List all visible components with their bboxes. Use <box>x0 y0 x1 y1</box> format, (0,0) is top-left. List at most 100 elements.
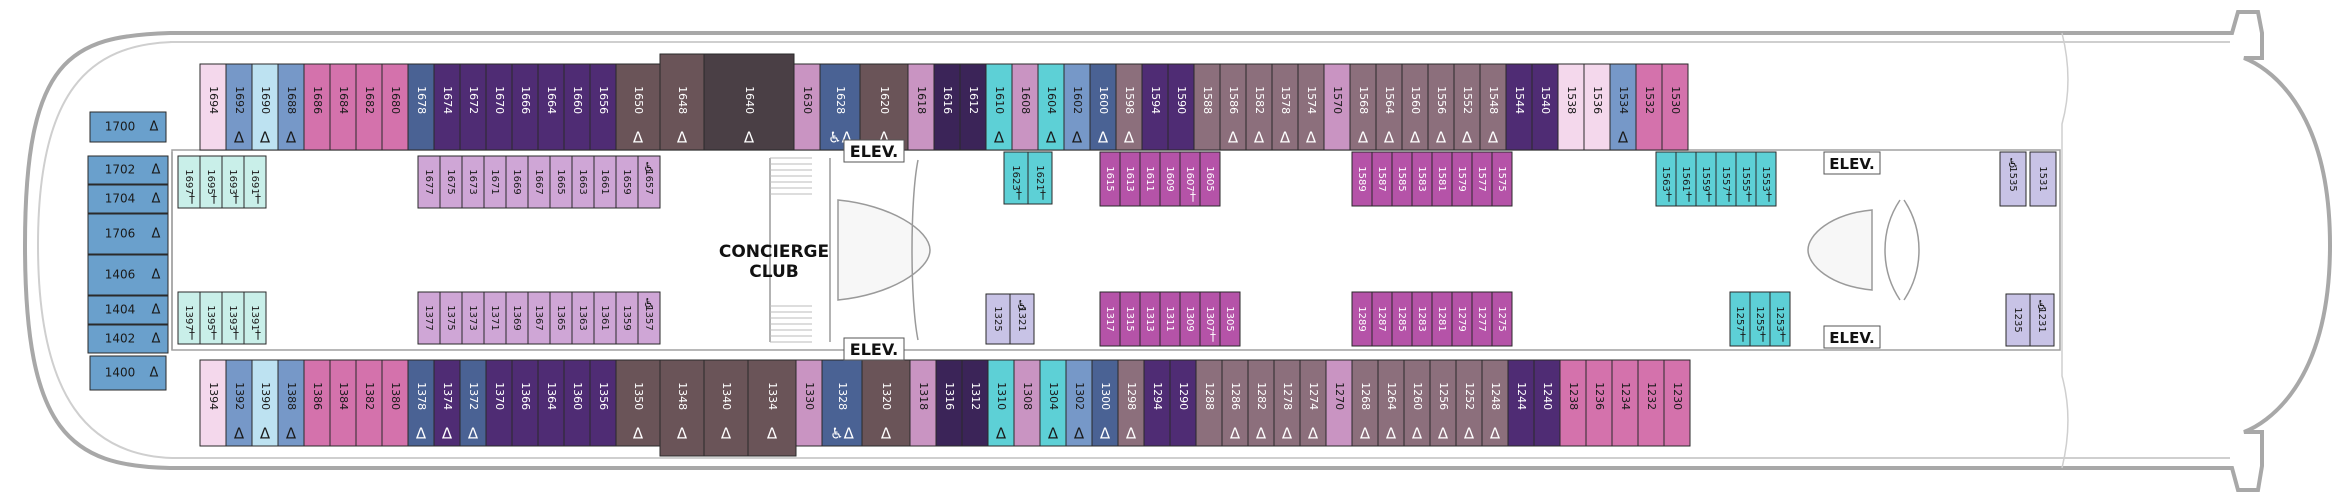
cabin-shape[interactable] <box>703 53 795 151</box>
cabin-shape[interactable] <box>1377 359 1405 447</box>
cabin-shape[interactable] <box>87 324 169 354</box>
cabin-shape[interactable] <box>1009 293 1035 345</box>
cabin-shape[interactable] <box>1063 63 1091 151</box>
inner-cabin-1657[interactable]: 1657♿ <box>637 155 661 209</box>
cabin-shape[interactable] <box>87 213 169 255</box>
bottom-cabin-1360[interactable]: 1360 <box>563 359 591 447</box>
cabin-shape[interactable] <box>433 63 461 151</box>
top-cabin-1588[interactable]: 1588 <box>1193 63 1221 151</box>
inner-cabin-1281[interactable]: 1281 <box>1431 291 1453 347</box>
bottom-cabin-1244[interactable]: 1244 <box>1507 359 1535 447</box>
inner-cabin-1275[interactable]: 1275 <box>1491 291 1513 347</box>
inner-cabin-1277[interactable]: 1277 <box>1471 291 1493 347</box>
inner-cabin-1697[interactable]: 1697† <box>177 155 201 209</box>
cabin-shape[interactable] <box>1143 359 1171 447</box>
inner-cabin-1589[interactable]: 1589 <box>1351 151 1373 207</box>
top-cabin-1656[interactable]: 1656 <box>589 63 617 151</box>
cabin-shape[interactable] <box>1013 359 1041 447</box>
top-cabin-1678[interactable]: 1678 <box>407 63 435 151</box>
inner-cabin-1663[interactable]: 1663 <box>571 155 595 209</box>
inner-cabin-1315[interactable]: 1315 <box>1119 291 1141 347</box>
cabin-shape[interactable] <box>1663 359 1691 447</box>
bottom-cabin-1382[interactable]: 1382 <box>355 359 383 447</box>
inner-cabin-1253[interactable]: 1253† <box>1769 291 1791 347</box>
inner-cabin-1361[interactable]: 1361 <box>593 291 617 345</box>
inner-cabin-1393[interactable]: 1393† <box>221 291 245 345</box>
cabin-shape[interactable] <box>1027 151 1053 205</box>
top-cabin-1672[interactable]: 1672 <box>459 63 487 151</box>
cabin-shape[interactable] <box>1533 359 1561 447</box>
cabin-shape[interactable] <box>1141 63 1169 151</box>
cabin-shape[interactable] <box>1999 151 2027 207</box>
cabin-shape[interactable] <box>589 359 617 447</box>
cabin-shape[interactable] <box>243 155 267 209</box>
inner-cabin-1325[interactable]: 1325 <box>985 293 1011 345</box>
inner-cabin-1623[interactable]: 1623† <box>1003 151 1029 205</box>
bottom-cabin-1356[interactable]: 1356 <box>589 359 617 447</box>
cabin-shape[interactable] <box>1429 359 1457 447</box>
cabin-shape[interactable] <box>2029 293 2055 347</box>
top-cabin-1612[interactable]: 1612 <box>959 63 987 151</box>
cabin-shape[interactable] <box>589 63 617 151</box>
cabin-shape[interactable] <box>355 63 383 151</box>
inner-cabin-1587[interactable]: 1587 <box>1371 151 1393 207</box>
cabin-shape[interactable] <box>243 291 267 345</box>
cabin-shape[interactable] <box>1455 359 1483 447</box>
cabin-shape[interactable] <box>959 63 987 151</box>
bottom-cabin-1232[interactable]: 1232 <box>1637 359 1665 447</box>
cabin-shape[interactable] <box>329 359 357 447</box>
inner-cabin-1667[interactable]: 1667 <box>527 155 551 209</box>
bottom-cabin-1236[interactable]: 1236 <box>1585 359 1613 447</box>
cabin-shape[interactable] <box>563 359 591 447</box>
cabin-shape[interactable] <box>615 359 661 447</box>
cabin-shape[interactable] <box>1491 151 1513 207</box>
cabin-shape[interactable] <box>1401 63 1429 151</box>
cabin-shape[interactable] <box>485 63 513 151</box>
cabin-shape[interactable] <box>1769 291 1791 347</box>
top-cabin-1608[interactable]: 1608 <box>1011 63 1039 151</box>
inner-cabin-1359[interactable]: 1359 <box>615 291 639 345</box>
top-cabin-1686[interactable]: 1686 <box>303 63 331 151</box>
inner-cabin-1671[interactable]: 1671 <box>483 155 507 209</box>
cabin-shape[interactable] <box>1219 63 1247 151</box>
bottom-cabin-1288[interactable]: 1288 <box>1195 359 1223 447</box>
inner-cabin-1305[interactable]: 1305 <box>1219 291 1241 347</box>
cabin-shape[interactable] <box>1167 63 1195 151</box>
inner-cabin-1365[interactable]: 1365 <box>549 291 573 345</box>
cabin-shape[interactable] <box>251 359 279 447</box>
cabin-shape[interactable] <box>1323 63 1351 151</box>
cabin-shape[interactable] <box>89 111 167 143</box>
cabin-shape[interactable] <box>537 63 565 151</box>
cabin-shape[interactable] <box>381 63 409 151</box>
cabin-shape[interactable] <box>821 359 863 447</box>
cabin-shape[interactable] <box>1299 359 1327 447</box>
inner-cabin-1579[interactable]: 1579 <box>1451 151 1473 207</box>
cabin-shape[interactable] <box>1195 359 1223 447</box>
cabin-shape[interactable] <box>1065 359 1093 447</box>
inner-cabin-1317[interactable]: 1317 <box>1099 291 1121 347</box>
cabin-shape[interactable] <box>659 53 705 151</box>
inner-cabin-1585[interactable]: 1585 <box>1391 151 1413 207</box>
top-cabin-1590[interactable]: 1590 <box>1167 63 1195 151</box>
cabin-shape[interactable] <box>819 63 861 151</box>
bottom-cabin-1330[interactable]: 1330 <box>795 359 823 447</box>
inner-cabin-1371[interactable]: 1371 <box>483 291 507 345</box>
inner-cabin-1561[interactable]: 1561† <box>1675 151 1697 207</box>
bottom-cabin-1294[interactable]: 1294 <box>1143 359 1171 447</box>
inner-cabin-1257[interactable]: 1257† <box>1729 291 1751 347</box>
inner-cabin-1609[interactable]: 1609 <box>1159 151 1181 207</box>
top-cabin-1694[interactable]: 1694 <box>199 63 227 151</box>
